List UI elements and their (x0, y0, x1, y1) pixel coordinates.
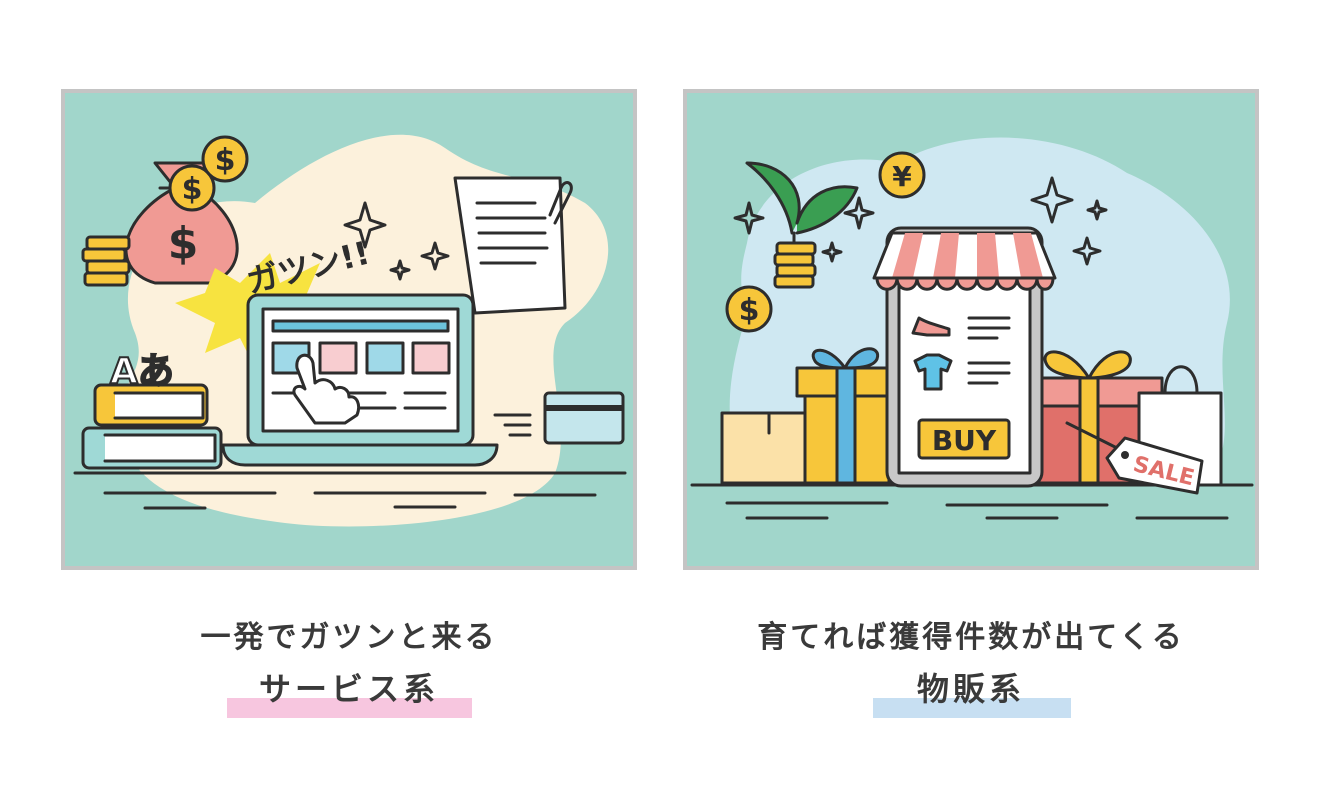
dollar-coin-icon: $ (725, 285, 773, 333)
document-icon (453, 176, 573, 315)
retail-caption-line2: 物販系 (683, 664, 1259, 710)
sparkle-icons (343, 201, 450, 281)
service-category-label: サービス系 (258, 670, 439, 708)
retail-illustration-art: $ ¥ (690, 137, 1254, 520)
dollar-coin-icon: $ (168, 164, 216, 212)
svg-text:$: $ (739, 293, 760, 328)
dollar-coin-icon: $ (201, 135, 249, 183)
service-highlight (227, 698, 472, 718)
yen-coin-icon: ¥ (878, 151, 926, 199)
laptop-icon (221, 293, 499, 467)
svg-text:$: $ (215, 143, 236, 178)
coin-stack-icon (81, 235, 131, 287)
service-illustration-art: $ $ $ ガツン!! (73, 134, 627, 527)
sparkle-icons (733, 176, 1108, 266)
money-bag-dollar: $ (168, 218, 199, 269)
books-icon: Aあ (81, 350, 223, 470)
credit-card-icon (493, 391, 625, 445)
svg-text:$: $ (182, 172, 203, 207)
service-caption-line2: サービス系 (61, 664, 637, 710)
svg-text:¥: ¥ (892, 160, 912, 193)
retail-category-label: 物販系 (916, 670, 1025, 708)
retail-highlight (873, 698, 1071, 718)
plant-icon (745, 161, 859, 289)
retail-illustration: $ ¥ (683, 89, 1259, 570)
ground-dashes (103, 491, 597, 510)
retail-caption-line1: 育てれば獲得件数が出てくる (757, 620, 1185, 655)
buy-button-label: BUY (932, 424, 997, 457)
service-caption-line1: 一発でガツンと来る (200, 620, 498, 655)
service-illustration: $ $ $ ガツン!! (61, 89, 637, 570)
gift-box-icon (795, 347, 899, 485)
ground-dashes (725, 501, 1229, 520)
book-title: Aあ (110, 351, 174, 392)
sale-tag-icon: SALE (1065, 421, 1204, 495)
phone-shop-icon: BUY (872, 226, 1057, 488)
